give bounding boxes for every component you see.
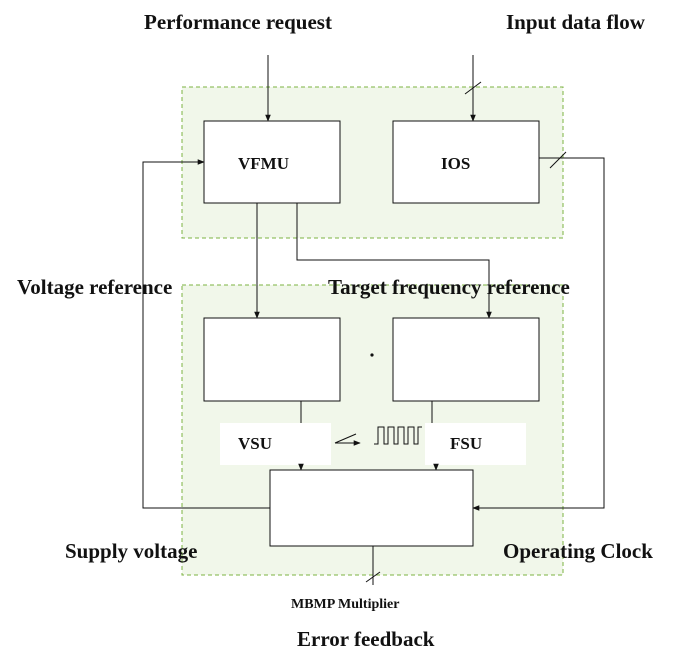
ios-label: IOS <box>441 154 470 173</box>
target-frequency-reference-label: Target frequency reference <box>328 275 570 299</box>
operating-clock-feedback-arrow <box>472 157 605 511</box>
vfmu-to-fsu-arrow <box>296 203 492 319</box>
operating-clock-label: Operating Clock <box>503 539 653 563</box>
vsu-label: VSU <box>238 434 272 453</box>
center-dot <box>370 353 374 357</box>
vfmu-block <box>203 120 341 204</box>
output-bus-slash <box>365 571 381 583</box>
input-data-flow-label: Input data flow <box>506 10 646 34</box>
voltage-reference-label: Voltage reference <box>17 275 172 299</box>
voltage-ramp-icon <box>334 433 361 446</box>
supply-voltage-label: Supply voltage <box>65 539 197 563</box>
mbmp-multiplier-block <box>269 469 474 547</box>
error-feedback-label: Error feedback <box>297 627 435 651</box>
vsu-block <box>203 317 341 402</box>
ios-bus-slash <box>549 151 567 169</box>
mbmp-multiplier-label: MBMP Multiplier <box>291 597 399 612</box>
fsu-label: FSU <box>450 434 482 453</box>
ios-block <box>392 120 540 204</box>
square-wave-icon <box>374 426 422 445</box>
input-bus-slash <box>464 81 482 95</box>
performance-request-label: Performance request <box>144 10 332 34</box>
vsu-label-tile <box>220 423 331 465</box>
fsu-block <box>392 317 540 402</box>
fsu-label-tile <box>425 423 526 465</box>
vfmu-label: VFMU <box>238 154 289 173</box>
supply-voltage-feedback-arrow <box>142 159 270 509</box>
